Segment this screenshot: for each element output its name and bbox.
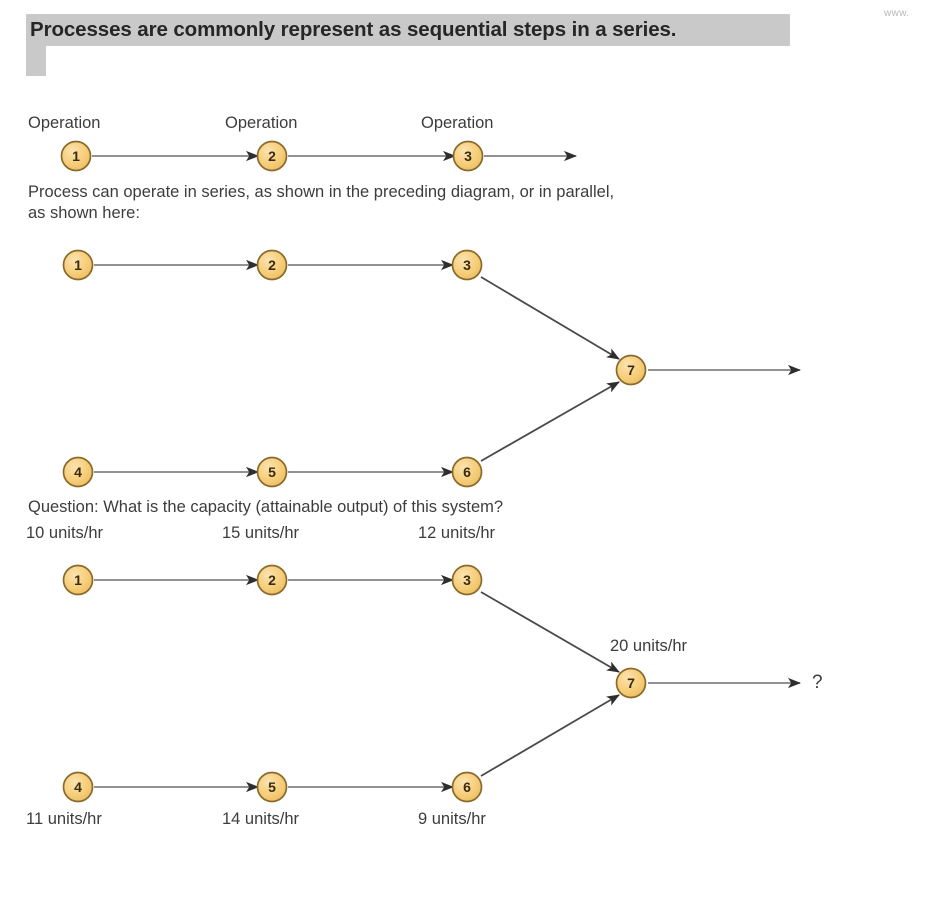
heading-highlight-tab [26,46,46,76]
heading-highlight-band [26,14,790,46]
parallel-edges [94,259,801,478]
capacity-rate-node-4: 11 units/hr [26,810,102,828]
series-node-3-text: 3 [464,148,472,164]
parallel-node-3-text: 3 [463,257,471,273]
capacity-rate-node-1: 10 units/hr [26,524,104,542]
capacity-node-2-text: 2 [268,572,276,588]
series-label-2: Operation [225,114,298,132]
capacity-rate-node-7: 20 units/hr [610,637,688,655]
capacity-rate-node-3: 12 units/hr [418,524,496,542]
capacity-node-6-text: 6 [463,779,471,795]
capacity-node-1-text: 1 [74,572,82,588]
parallel-node-7-text: 7 [627,362,635,378]
parallel-node-6-text: 6 [463,464,471,480]
capacity-nodes [62,564,647,803]
capacity-node-7-text: 7 [627,675,635,691]
capacity-node-3-text: 3 [463,572,471,588]
series-node-1-text: 1 [72,148,80,164]
capacity-node-4-text: 4 [74,779,82,795]
question-paragraph: Question: What is the capacity (attainab… [28,498,504,516]
capacity-edges [94,574,801,793]
series-label-1: Operation [28,114,101,132]
parallel-node-2-text: 2 [268,257,276,273]
parallel-nodes [62,249,647,488]
capacity-rate-node-6: 9 units/hr [418,810,486,828]
capacity-output-question-mark: ? [812,672,823,693]
parallel-node-1-text: 1 [74,257,82,273]
parallel-node-5-text: 5 [268,464,276,480]
series-note-paragraph: Process can operate in series, as shown … [28,183,615,222]
capacity-rate-node-2: 15 units/hr [222,524,300,542]
node-numerals: 1 2 3 1 2 3 4 5 6 7 1 2 3 4 5 6 7 [72,148,635,795]
capacity-rate-node-5: 14 units/hr [222,810,300,828]
page-title: Processes are commonly represent as sequ… [30,18,677,41]
series-label-3: Operation [421,114,494,132]
capacity-node-5-text: 5 [268,779,276,795]
series-nodes [60,140,484,172]
series-node-2-text: 2 [268,148,276,164]
watermark-text: www. [884,8,910,19]
parallel-node-4-text: 4 [74,464,82,480]
